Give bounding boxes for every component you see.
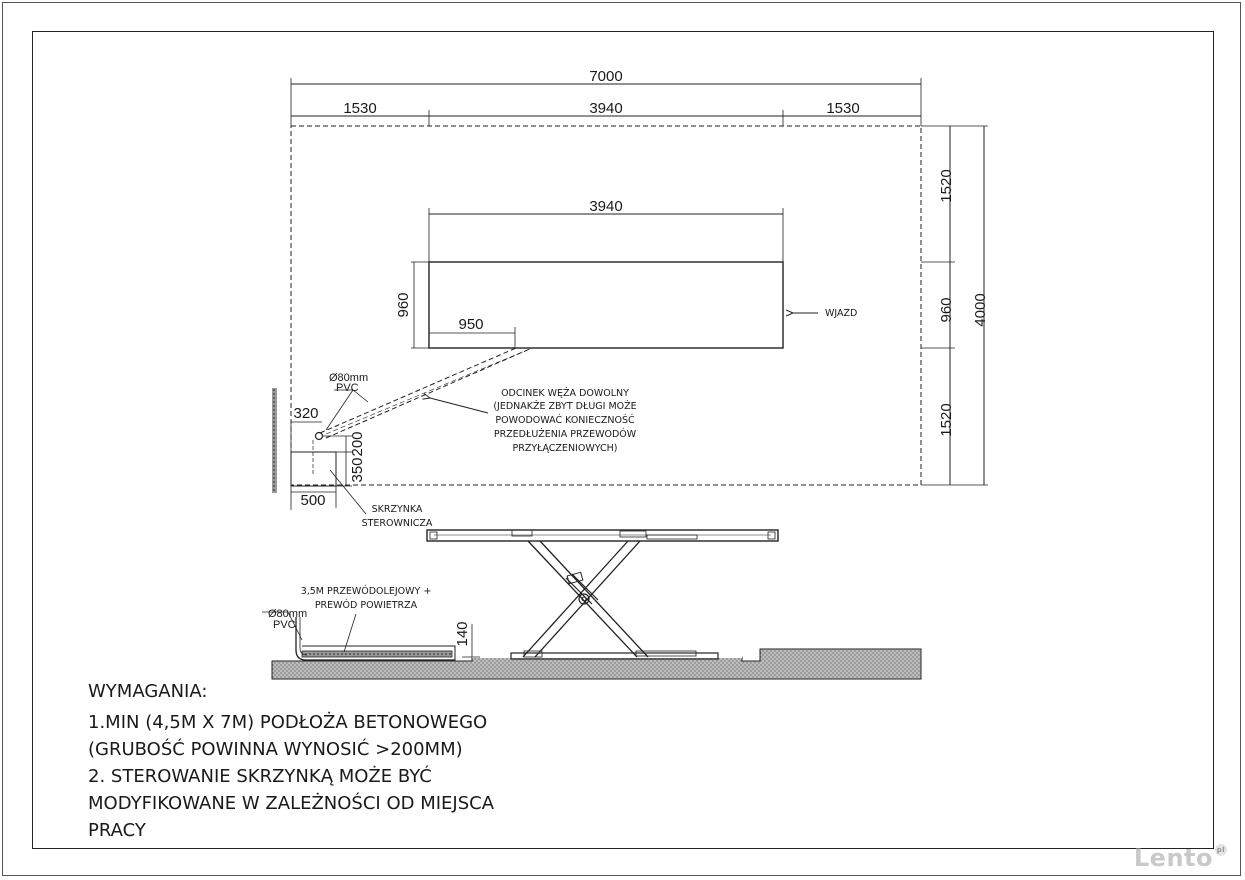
plan-view xyxy=(272,78,988,515)
control-box-label-line1: SKRZYNKA xyxy=(372,504,423,515)
hose-note-line2: (JEDNAKŻE ZBYT DŁUGI MOŻE xyxy=(493,401,636,412)
hose-line-a xyxy=(319,347,517,434)
duct-top xyxy=(302,645,456,661)
lift-platform xyxy=(426,529,779,542)
watermark-badge: pl xyxy=(1215,844,1227,856)
plan-dimension-labels: 7000 1530 3940 1530 3940 960 950 1520 96… xyxy=(293,68,989,529)
dim-140: 140 xyxy=(454,621,471,646)
dim-950: 950 xyxy=(458,316,483,333)
requirement-2-line2: MODYFIKOWANE W ZALEŻNOŚCI OD MIEJSCA xyxy=(88,793,495,814)
dim-7000: 7000 xyxy=(589,68,622,85)
lift-base xyxy=(510,652,719,660)
dim-4000: 4000 xyxy=(972,293,989,326)
dim-500: 500 xyxy=(300,492,325,509)
pipe-bottom-label-line1: Ø80mm xyxy=(268,608,307,620)
dim-1530-left: 1530 xyxy=(343,100,376,117)
hose-note-line3: POWODOWAĆ KONIECZNOŚĆ xyxy=(495,414,635,426)
pipe-top-label-line1: Ø80mm xyxy=(329,372,368,384)
ground-section xyxy=(271,648,922,680)
hose-note-line1: ODCINEK WĘŻA DOWOLNY xyxy=(501,388,629,399)
side-view-labels: Ø80mm PVC 3,5M PRZEWÓDOLEJOWY + PREWÓD P… xyxy=(268,585,471,647)
cable-note-line2: PREWÓD POWIETRZA xyxy=(315,599,418,611)
dim-3940-platform: 3940 xyxy=(589,198,622,215)
dim-1520-bottom: 1520 xyxy=(938,403,955,436)
requirements-block: WYMAGANIA: 1.MIN (4,5M X 7M) PODŁOŻA BET… xyxy=(88,678,608,844)
hydraulic-cylinder xyxy=(565,573,599,605)
pvc-pipe-bend xyxy=(295,617,455,661)
requirements-heading: WYMAGANIA: xyxy=(88,681,208,702)
requirement-1-line1: 1.MIN (4,5M X 7M) PODŁOŻA BETONOWEGO xyxy=(88,712,488,733)
drawing-frame xyxy=(32,31,1214,849)
hose-note-line5: PRZYŁĄCZENIOWYCH) xyxy=(512,443,617,454)
pipe-top-label-line2: PVC xyxy=(336,382,359,394)
control-box-label-line2: STEROWNICZA xyxy=(362,518,433,529)
cable-note-line1: 3,5M PRZEWÓDOLEJOWY + xyxy=(301,585,432,597)
control-box xyxy=(290,451,337,487)
side-view xyxy=(262,529,922,680)
dim-200: 200 xyxy=(349,431,366,456)
hose-note-line4: PRZEDŁUŻENIA PRZEWODÓW xyxy=(494,428,637,440)
pipe-bottom-label-line2: PVC xyxy=(273,619,296,631)
dim-960-left: 960 xyxy=(395,292,412,317)
concrete-area-outline xyxy=(290,125,922,486)
dim-320: 320 xyxy=(293,405,318,422)
entry-label: WJAZD xyxy=(825,308,857,319)
duct-hose xyxy=(301,650,453,658)
dim-1530-right: 1530 xyxy=(826,100,859,117)
requirement-2-line3: PRACY xyxy=(88,820,146,841)
dim-960-right: 960 xyxy=(938,297,955,322)
dim-3940-top: 3940 xyxy=(589,100,622,117)
dim-1520-top: 1520 xyxy=(938,169,955,202)
watermark-text: Lento xyxy=(1133,844,1213,872)
requirement-1-line2: (GRUBOŚĆ POWINNA WYNOSIĆ >200MM) xyxy=(88,739,463,760)
hose-note-arrow xyxy=(430,398,489,414)
dim-350: 350 xyxy=(349,457,366,482)
wall-hatch xyxy=(272,388,277,493)
platform-outline xyxy=(428,261,784,349)
pvc-pipe-end xyxy=(314,431,324,441)
requirement-2-line1: 2. STEROWANIE SKRZYNKĄ MOŻE BYĆ xyxy=(88,766,432,787)
